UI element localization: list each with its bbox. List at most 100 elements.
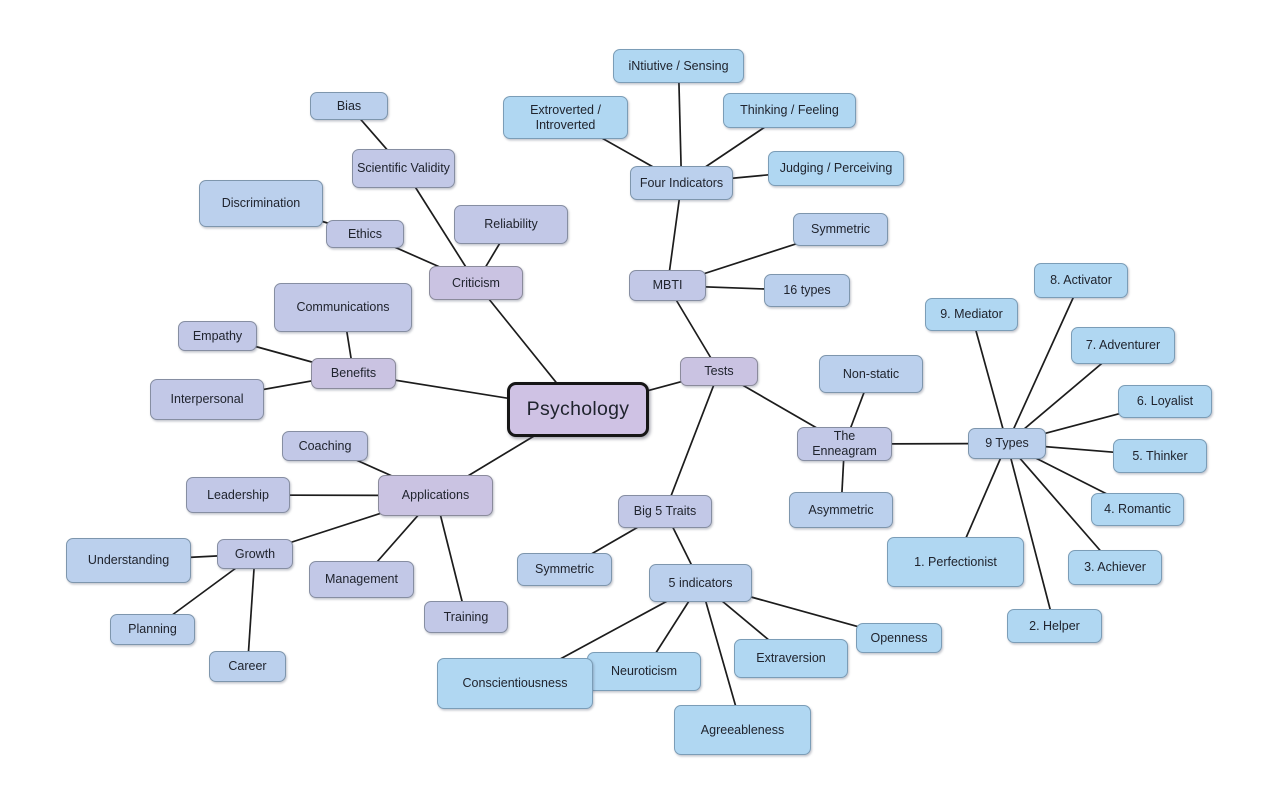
mindmap-node-type-6-loyalist[interactable]: 6. Loyalist <box>1118 385 1212 418</box>
edge-nine-types-type-3-achiever <box>1006 442 1116 569</box>
node-label: Discrimination <box>221 196 301 210</box>
node-label: Four Indicators <box>639 175 724 190</box>
mindmap-node-reliability[interactable]: Reliability <box>454 205 568 244</box>
edge-nine-types-type-8-activator <box>1006 280 1082 444</box>
mindmap-node-openness[interactable]: Openness <box>856 623 942 653</box>
node-label: Growth <box>234 546 276 561</box>
node-label: Judging / Perceiving <box>779 161 893 175</box>
node-label: Tests <box>704 364 734 378</box>
mindmap-node-the-enneagram[interactable]: The Enneagram <box>797 427 892 461</box>
mindmap-node-growth[interactable]: Growth <box>217 539 293 569</box>
node-label: Scientific Validity <box>357 161 450 175</box>
mindmap-node-asymmetric[interactable]: Asymmetric <box>789 492 893 528</box>
node-label: 9. Mediator <box>940 307 1003 321</box>
mindmap-node-training[interactable]: Training <box>424 601 508 633</box>
node-label: Neuroticism <box>611 664 677 678</box>
mindmap-node-nine-types[interactable]: 9 Types <box>968 428 1046 459</box>
node-label: Understanding <box>87 553 170 567</box>
mindmap-node-sixteen-types[interactable]: 16 types <box>764 274 850 307</box>
mindmap-node-big-5-traits[interactable]: Big 5 Traits <box>618 495 712 528</box>
mindmap-node-mbti[interactable]: MBTI <box>629 270 706 301</box>
node-label: Non-static <box>842 366 900 381</box>
node-label: The Enneagram <box>812 429 877 458</box>
mindmap-node-scientific-validity[interactable]: Scientific Validity <box>352 149 455 188</box>
mindmap-node-discrimination[interactable]: Discrimination <box>199 180 323 227</box>
mindmap-node-agreeableness[interactable]: Agreeableness <box>674 705 811 755</box>
mindmap-node-understanding[interactable]: Understanding <box>66 538 191 583</box>
node-label: Extraversion <box>756 651 826 665</box>
edge-nine-types-type-2-helper <box>1006 443 1056 627</box>
mindmap-node-intuitive-sensing[interactable]: iNtiutive / Sensing <box>613 49 744 83</box>
mindmap-node-bias[interactable]: Bias <box>310 92 388 120</box>
mindmap-node-career[interactable]: Career <box>209 651 286 682</box>
node-label: 3. Achiever <box>1084 560 1146 574</box>
edge-four-indicators-intuitive-sensing <box>677 65 683 184</box>
edge-mbti-four-indicators <box>666 182 683 286</box>
node-label: Management <box>325 572 398 586</box>
mindmap-node-applications[interactable]: Applications <box>378 475 493 516</box>
mindmap-node-communications[interactable]: Communications <box>274 283 412 332</box>
node-label: Criticism <box>452 275 500 290</box>
node-label: Big 5 Traits <box>633 504 697 518</box>
mindmap-node-extraversion[interactable]: Extraversion <box>734 639 848 678</box>
mindmap-node-four-indicators[interactable]: Four Indicators <box>630 166 733 200</box>
node-label: 9 Types <box>985 436 1029 450</box>
node-label: Thinking / Feeling <box>740 103 839 117</box>
mindmap-node-psychology[interactable]: Psychology <box>507 382 649 437</box>
mindmap-node-management[interactable]: Management <box>309 561 414 598</box>
mindmap-node-type-1-perfectionist[interactable]: 1. Perfectionist <box>887 537 1024 587</box>
mindmap-node-empathy[interactable]: Empathy <box>178 321 257 351</box>
mindmap-node-planning[interactable]: Planning <box>110 614 195 645</box>
mindmap-node-type-7-adventurer[interactable]: 7. Adventurer <box>1071 327 1175 364</box>
mindmap-node-thinking-feeling[interactable]: Thinking / Feeling <box>723 93 856 128</box>
mindmap-node-type-2-helper[interactable]: 2. Helper <box>1007 609 1102 643</box>
node-label: 7. Adventurer <box>1085 338 1161 352</box>
mindmap-node-big5-symmetric[interactable]: Symmetric <box>517 553 612 586</box>
node-label: Applications <box>401 488 470 502</box>
node-label: Communications <box>296 300 390 314</box>
node-label: Symmetric <box>534 562 595 576</box>
mindmap-node-benefits[interactable]: Benefits <box>311 358 396 389</box>
node-label: Conscientiousness <box>462 676 568 690</box>
node-label: Psychology <box>526 397 630 420</box>
node-label: iNtiutive / Sensing <box>628 58 729 73</box>
node-label: 8. Activator <box>1050 273 1112 287</box>
node-label: Empathy <box>192 328 243 343</box>
mindmap-node-five-indicators[interactable]: 5 indicators <box>649 564 752 602</box>
mindmap-node-criticism[interactable]: Criticism <box>429 266 523 300</box>
node-label: Leadership <box>207 487 269 502</box>
mindmap-node-extroverted-introverted[interactable]: Extroverted / Introverted <box>503 96 628 139</box>
node-label: Agreeableness <box>700 722 785 737</box>
mindmap-node-mbti-symmetric[interactable]: Symmetric <box>793 213 888 246</box>
node-label: Benefits <box>330 366 377 380</box>
node-label: Extroverted / Introverted <box>530 102 601 132</box>
node-label: Asymmetric <box>808 502 874 517</box>
mindmap-node-ethics[interactable]: Ethics <box>326 220 404 248</box>
mindmap-node-judging-perceiving[interactable]: Judging / Perceiving <box>768 151 904 186</box>
node-label: 4. Romantic <box>1104 502 1171 516</box>
mindmap-node-conscientiousness[interactable]: Conscientiousness <box>437 658 593 709</box>
mindmap-node-leadership[interactable]: Leadership <box>186 477 290 513</box>
mindmap-node-type-4-romantic[interactable]: 4. Romantic <box>1091 493 1184 526</box>
edge-growth-career <box>246 553 256 667</box>
node-label: 16 types <box>783 283 831 297</box>
mindmap-node-non-static[interactable]: Non-static <box>819 355 923 393</box>
node-label: MBTI <box>652 278 683 292</box>
mindmap-node-tests[interactable]: Tests <box>680 357 758 386</box>
mindmap-node-neuroticism[interactable]: Neuroticism <box>587 652 701 691</box>
node-label: Coaching <box>298 438 352 453</box>
node-label: Openness <box>870 630 928 645</box>
mindmap-node-type-3-achiever[interactable]: 3. Achiever <box>1068 550 1162 585</box>
mindmap-node-coaching[interactable]: Coaching <box>282 431 368 461</box>
node-label: Bias <box>336 98 362 113</box>
mindmap-node-type-9-mediator[interactable]: 9. Mediator <box>925 298 1018 331</box>
mindmap-node-type-8-activator[interactable]: 8. Activator <box>1034 263 1128 298</box>
node-label: 6. Loyalist <box>1136 394 1194 408</box>
mindmap-node-type-5-thinker[interactable]: 5. Thinker <box>1113 439 1207 473</box>
node-label: Ethics <box>347 226 383 241</box>
mindmap-node-interpersonal[interactable]: Interpersonal <box>150 379 264 420</box>
node-label: Training <box>443 609 489 624</box>
node-label: 2. Helper <box>1029 618 1080 633</box>
